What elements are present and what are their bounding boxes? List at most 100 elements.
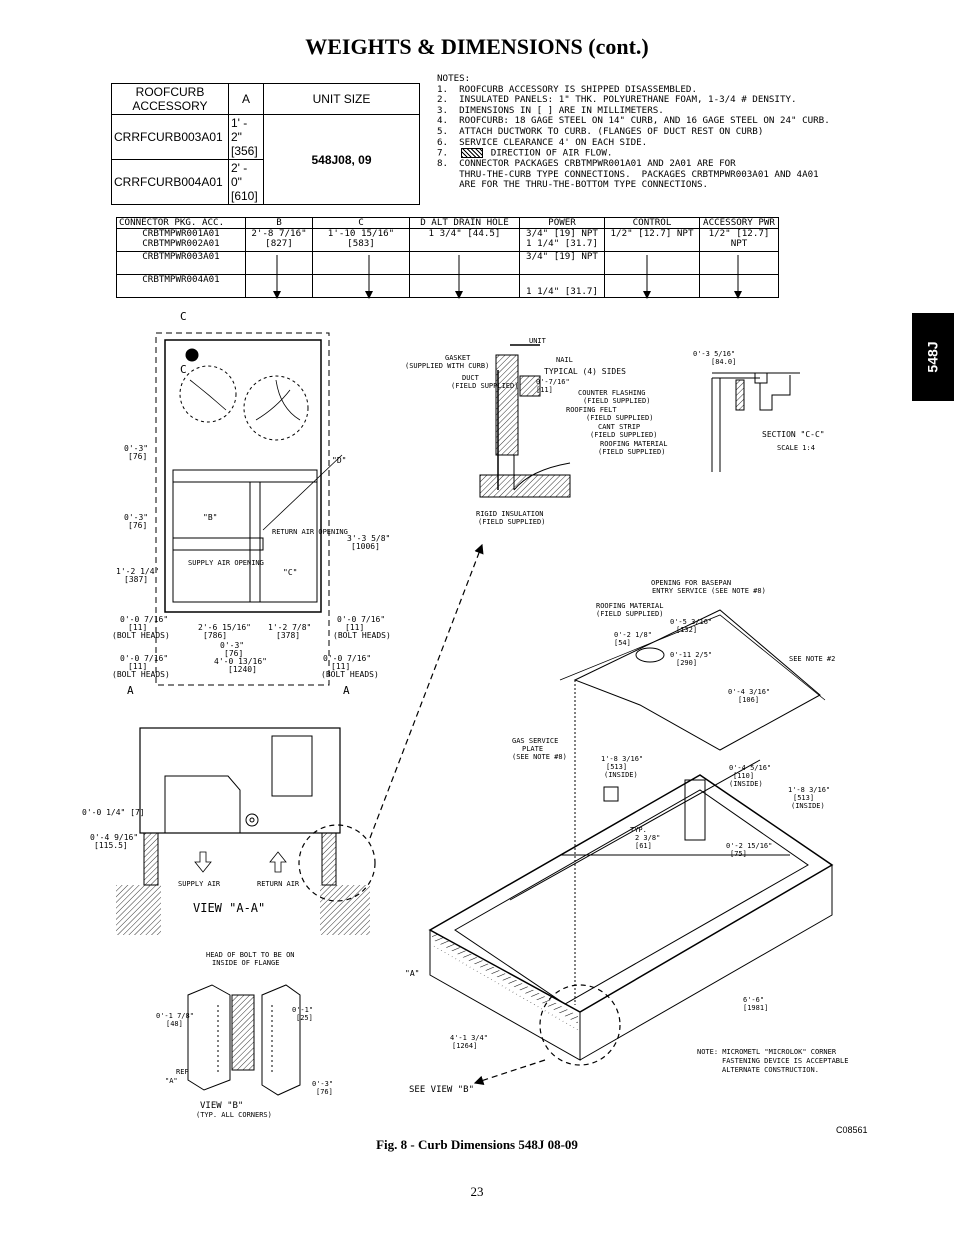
dim-4-0: 4'-0 13/16"	[214, 657, 267, 666]
duct-label: DUCT	[462, 374, 480, 382]
typ-label: TYP.	[630, 826, 647, 834]
mm-11-b: [11]	[345, 623, 364, 632]
section-cc	[711, 372, 800, 472]
section-tab: 548J	[912, 313, 954, 401]
dim-1-2-14: 1'-2 1/4"	[116, 567, 159, 576]
connector-table: CONNECTOR PKG. ACC. B C D ALT DRAIN HOLE…	[116, 217, 779, 298]
page-title: WEIGHTS & DIMENSIONS (cont.)	[305, 34, 649, 59]
mm-1006: [1006]	[351, 542, 380, 551]
rigid-insulation-sub: (FIELD SUPPLIED)	[478, 518, 545, 526]
roofing-material-iso: ROOFING MATERIAL	[596, 602, 663, 610]
a-mark-left: A	[127, 684, 134, 697]
mm-76-view-b: [76]	[316, 1088, 333, 1096]
dim-0-0-716-b: 0'-0 7/16"	[337, 615, 385, 624]
note-6: 6. SERVICE CLEARANCE 4' ON EACH SIDE.	[437, 136, 648, 148]
plan-view-labels: C C 0'-3" [76] 0'-3" [76] 1'-2 1/4" [387…	[112, 310, 391, 697]
roofing-material-detail: ROOFING MATERIAL	[600, 440, 667, 448]
roofcurb-unit-size: 548J08, 09	[263, 114, 420, 205]
plate-label: PLATE	[522, 745, 543, 753]
note-3: 3. DIMENSIONS IN [ ] ARE IN MILLIMETERS.	[437, 104, 664, 116]
note-7-text: DIRECTION OF AIR FLOW.	[490, 147, 613, 159]
dim-0-3-b: 0'-3"	[124, 513, 148, 522]
mm-378: [378]	[276, 631, 300, 640]
mm-61: [61]	[635, 842, 652, 850]
cp-pkg-2: CRBTMPWR003A01	[116, 251, 246, 275]
a-quote-iso: "A"	[405, 969, 419, 978]
mm-513-a: [513]	[606, 763, 627, 771]
gas-service: GAS SERVICE	[512, 737, 558, 745]
roofing-felt: ROOFING FELT	[566, 406, 617, 414]
roofcurb-accessory-2: CRRFCURB004A01	[111, 159, 229, 205]
dim-0-3-a: 0'-3"	[124, 444, 148, 453]
opening-basepan: OPENING FOR BASEPAN	[651, 579, 731, 587]
inside-flange: INSIDE OF FLANGE	[212, 959, 279, 967]
bolt-heads-c: (BOLT HEADS)	[112, 670, 170, 679]
dim-1-8-316-b: 1'-8 3/16"	[788, 786, 830, 794]
view-aa-title: VIEW "A-A"	[193, 901, 265, 915]
dim-0-1: 0'-1"	[292, 1006, 313, 1014]
dim-0-2-18: 0'-2 1/8"	[614, 631, 652, 639]
cp-control-2	[604, 251, 700, 275]
roofing-felt-sub: (FIELD SUPPLIED)	[586, 414, 653, 422]
cp-control-3	[604, 274, 700, 298]
duct-sub-label: (FIELD SUPPLIED)	[451, 382, 518, 390]
cp-c-3	[312, 274, 410, 298]
typical-sides: TYPICAL (4) SIDES	[544, 367, 626, 376]
inside-c: (INSIDE)	[791, 802, 825, 810]
mm-54: [54]	[614, 639, 631, 647]
dim-0-0-716-d: 0'-0 7/16"	[323, 654, 371, 663]
roofing-material-iso-sub: (FIELD SUPPLIED)	[596, 610, 663, 618]
mm-110: [110]	[733, 772, 754, 780]
header-roofcurb-accessory: ROOFCURB ACCESSORY	[111, 83, 229, 115]
inside-b: (INSIDE)	[729, 780, 763, 788]
view-b-title: VIEW "B"	[200, 1101, 243, 1111]
cant-strip: CANT STRIP	[598, 423, 640, 431]
dim-0-4-316: 0'-4 3/16"	[728, 688, 770, 696]
dim-0-7: 0'-7/16"	[536, 378, 570, 386]
note-alternate: ALTERNATE CONSTRUCTION.	[722, 1066, 819, 1074]
dim-2-6: 2'-6 15/16"	[198, 623, 251, 632]
figure-caption: Fig. 8 - Curb Dimensions 548J 08-09	[376, 1137, 578, 1152]
return-air: RETURN AIR	[257, 880, 300, 888]
dim-0-0-716-c: 0'-0 7/16"	[120, 654, 168, 663]
dim-0-3-view-b: 0'-3"	[312, 1080, 333, 1088]
roofcurb-a-2: 2' - 0"[610]	[228, 159, 264, 205]
roofcurb-a-2-value: 2' - 0"	[231, 161, 248, 189]
mm-75: [75]	[730, 850, 747, 858]
cp-b: 2'-8 7/16" [827]	[245, 228, 313, 252]
section-cc-labels: 0'-3 5/16" [84.0] SECTION "C-C" SCALE 1:…	[693, 350, 825, 452]
c-quote-mark: "C"	[283, 568, 297, 577]
c-mark-top: C	[180, 310, 187, 323]
airflow-hatch-icon	[461, 148, 484, 159]
curb-section-labels: UNIT GASKET (SUPPLIED WITH CURB) DUCT (F…	[405, 337, 667, 526]
note-7-number: 7.	[437, 147, 449, 159]
roofing-material-detail-sub: (FIELD SUPPLIED)	[598, 448, 665, 456]
dim-0-3-c: 0'-3"	[220, 641, 244, 650]
isometric-curb	[428, 609, 834, 1085]
bolt-heads-a: (BOLT HEADS)	[112, 631, 170, 640]
cp-d-3	[409, 274, 520, 298]
mm-290: [290]	[676, 659, 697, 667]
entry-service: ENTRY SERVICE (SEE NOTE #8)	[652, 587, 766, 595]
cant-strip-sub: (FIELD SUPPLIED)	[590, 431, 657, 439]
mm-11-a: [11]	[128, 623, 147, 632]
mm-11-d: [11]	[331, 662, 350, 671]
dim-0-11: 0'-11 2/5"	[670, 651, 712, 659]
dim-2-38: 2 3/8"	[635, 834, 660, 842]
plan-view	[155, 332, 343, 686]
mm-132: [132]	[676, 626, 697, 634]
section-cc-scale: SCALE 1:4	[777, 444, 815, 452]
mm-76-c: [76]	[224, 649, 243, 658]
head-of-bolt: HEAD OF BOLT TO BE ON	[206, 951, 295, 959]
roofcurb-a-1-value: 1' - 2"	[231, 116, 248, 144]
cp-power-3: 1 1/4" [31.7]	[519, 274, 605, 298]
cp-b-2	[245, 251, 313, 275]
view-b-labels: HEAD OF BOLT TO BE ON INSIDE OF FLANGE 0…	[156, 951, 333, 1119]
return-air-opening: RETURN AIR OPENING	[272, 528, 348, 536]
dim-1-2-78: 1'-2 7/8"	[268, 623, 311, 632]
mm-513-b: [513]	[793, 794, 814, 802]
dim-4-1: 4'-1 3/4"	[450, 1034, 488, 1042]
dim-0-0-716-a: 0'-0 7/16"	[120, 615, 168, 624]
table-arrows	[273, 255, 742, 299]
